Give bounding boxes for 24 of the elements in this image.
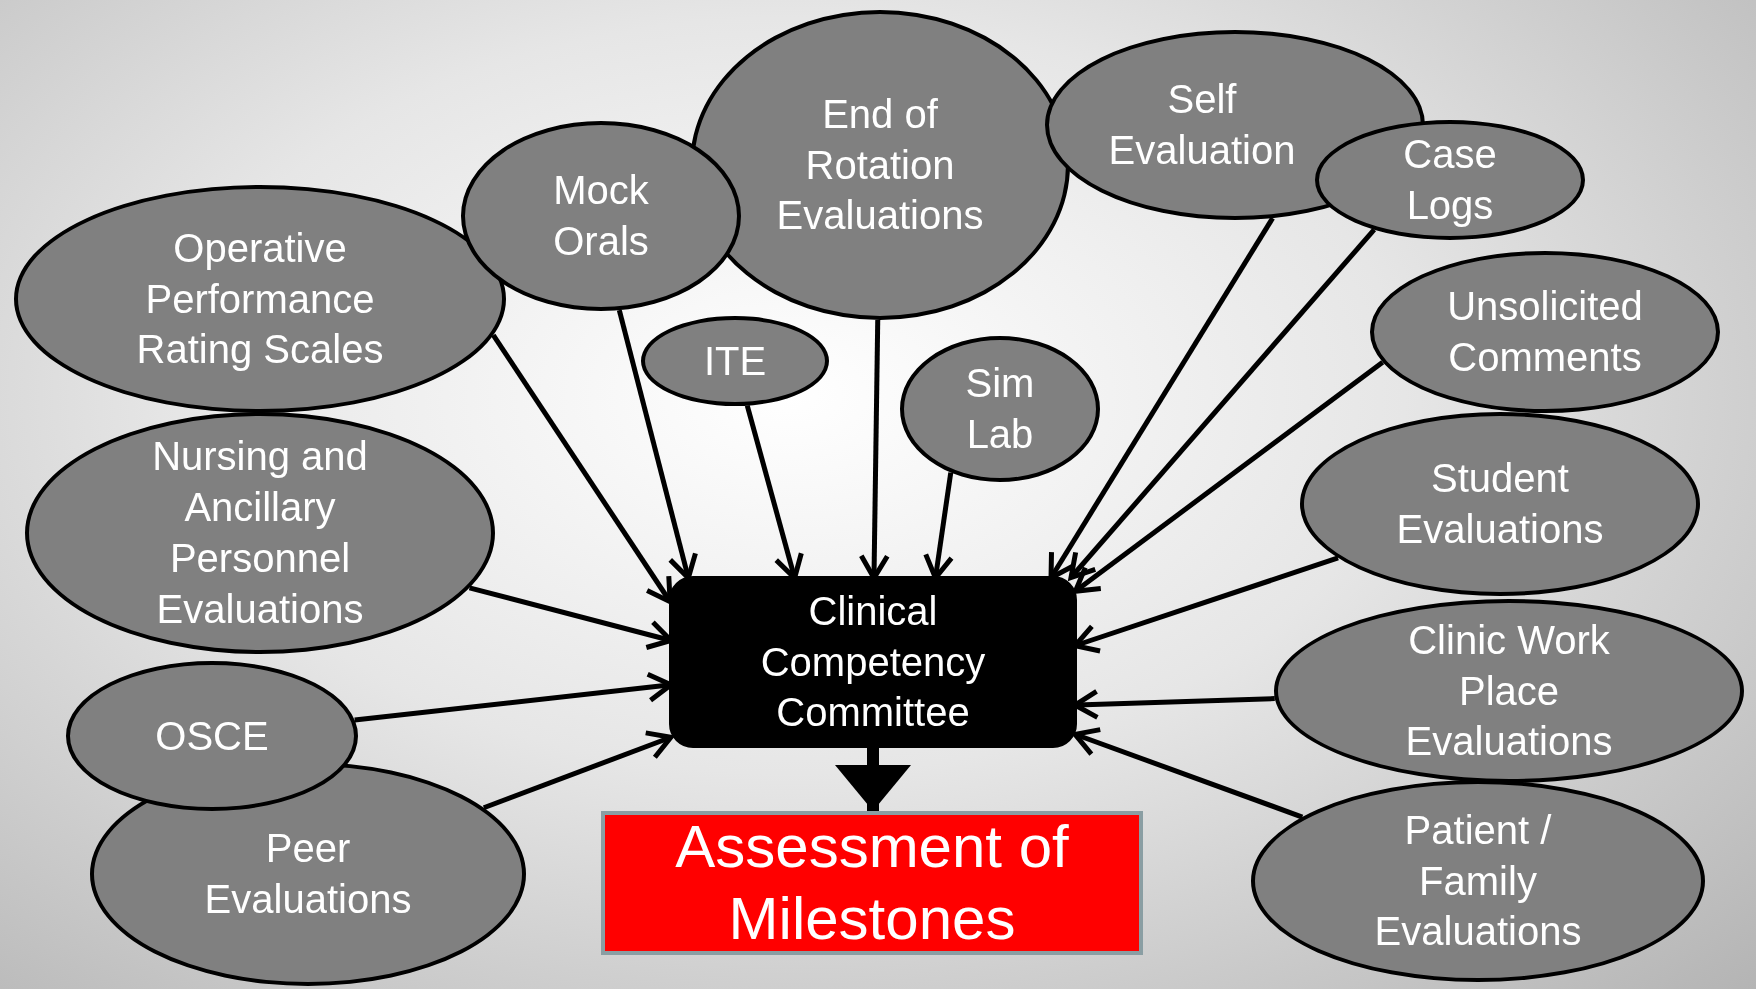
node-label: Peer Evaluations [203,825,413,923]
milestones-box [601,811,1143,955]
arrow [482,730,674,811]
node-label: Sim Lab [964,360,1036,458]
arrow [491,333,673,605]
node-label: Mock Orals [552,167,650,265]
arrow [1072,360,1385,594]
node-label: Nursing and Ancillary Personnel Evaluations [151,433,369,633]
node-label: End of Rotation Evaluations [775,90,985,240]
arrow [835,748,911,811]
node-label: Assessment of Milestones [674,812,1070,954]
node-label: Operative Performance Rating Scales [135,224,385,374]
node-label: Unsolicited Comments [1446,283,1644,381]
node-label: OSCE [154,712,270,760]
arrow [1072,727,1304,820]
committee-box [669,576,1077,748]
node-label: Student Evaluations [1395,455,1605,553]
node-label: Case Logs [1402,131,1498,229]
node-label: ITE [702,337,768,385]
node-label: Clinical Competency Committee [759,587,987,737]
arrow [1068,228,1377,580]
node-label: Clinic Work Place Evaluations [1404,616,1614,766]
node-label: Patient / Family Evaluations [1373,806,1583,956]
node-label: Self Evaluation [1107,76,1297,174]
